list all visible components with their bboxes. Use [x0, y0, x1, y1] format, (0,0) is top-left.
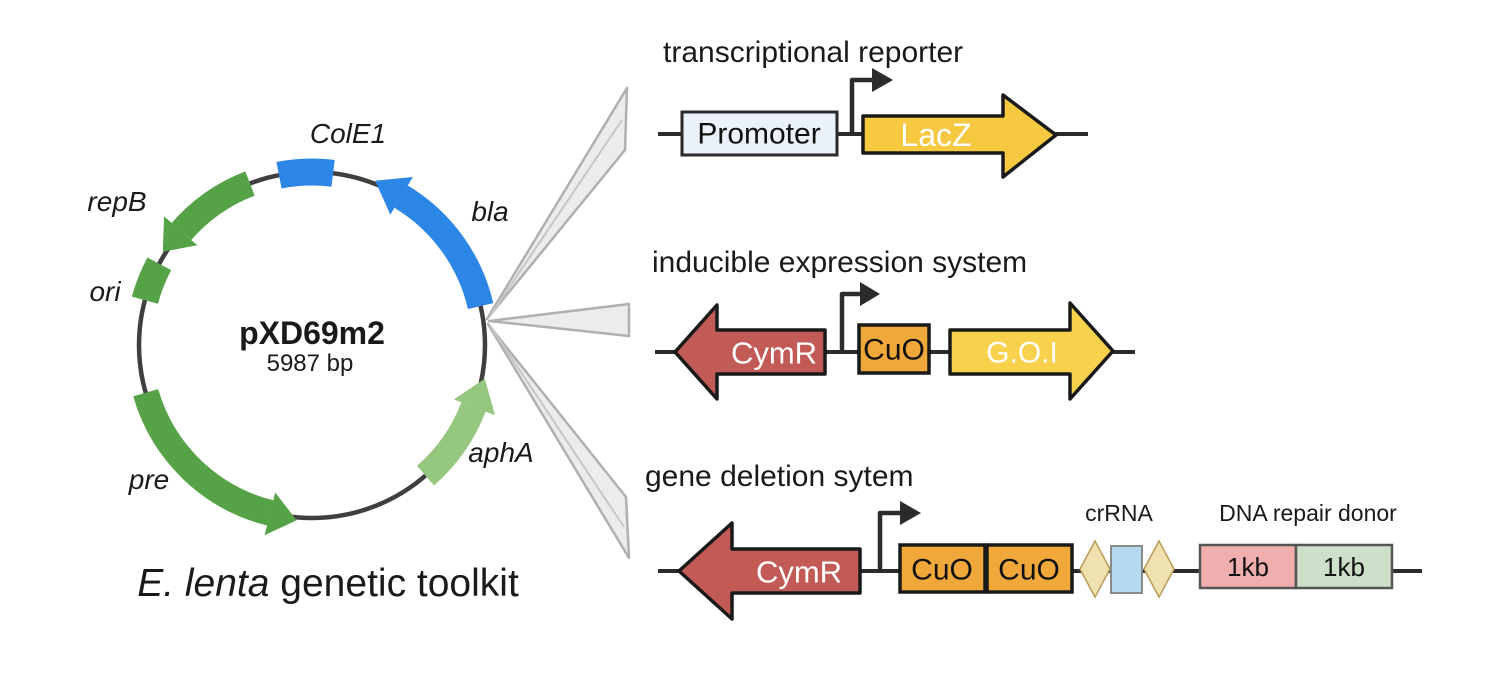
inducible-tss-arrow: [839, 291, 860, 352]
deletion-row: gene deletion sytem CymR CuO CuO crRNA D…: [645, 460, 1422, 621]
feature-pre-arrowhead: [264, 492, 297, 536]
figure-caption: E. lenta genetic toolkit: [137, 562, 519, 605]
deletion-cuo-label-2: CuO: [998, 554, 1060, 587]
label-cole1: ColE1: [310, 118, 386, 149]
inducible-title: inducible expression system: [652, 246, 1027, 279]
inducible-tss-arrowhead: [860, 282, 880, 306]
callout-wedge-bottom: [486, 322, 631, 560]
label-bla: bla: [471, 196, 508, 227]
reporter-lacz-arrow: [861, 93, 1058, 179]
inducible-cuo-label: CuO: [863, 334, 925, 367]
callout-wedge-top-fold: [489, 119, 623, 317]
caption-rest: genetic toolkit: [269, 562, 518, 605]
reporter-title: transcriptional reporter: [663, 36, 963, 69]
donor-box-left: [1198, 543, 1298, 590]
donor-label: DNA repair donor: [1219, 500, 1397, 526]
feature-repb-body: [171, 171, 255, 241]
donor-box-right: [1294, 543, 1394, 590]
inducible-cymr-arrow: [673, 303, 827, 401]
callout-wedge-bottom-fold: [490, 326, 625, 528]
crrna-repeat-diamond-right: [1143, 539, 1175, 599]
crrna-repeat-diamond-left: [1079, 539, 1111, 599]
callout-wedge-top: [485, 86, 629, 321]
inducible-cymr-label: CymR: [731, 336, 817, 371]
feature-ori-block: [131, 257, 172, 305]
deletion-cuo-label-1: CuO: [911, 554, 973, 587]
inducible-cuo-box: [857, 323, 931, 375]
deletion-cuo-box-2: [985, 543, 1074, 594]
label-repb: repB: [87, 186, 146, 217]
feature-apha-arrowhead: [453, 378, 495, 416]
plasmid-name: pXD69m2: [239, 315, 385, 351]
feature-cole1-block: [276, 158, 335, 189]
crrna-spacer-box: [1110, 545, 1143, 594]
deletion-title: gene deletion sytem: [645, 460, 914, 493]
reporter-promoter-label: Promoter: [697, 118, 820, 151]
callout-wedge-middle: [487, 302, 631, 338]
feature-repb-arrowhead: [162, 216, 198, 252]
feature-bla-body: [394, 185, 494, 310]
reporter-tss-arrowhead: [872, 68, 893, 92]
deletion-cuo-box-1: [898, 543, 987, 594]
label-pre: pre: [128, 464, 169, 495]
reporter-tss-arrow: [849, 77, 872, 134]
label-ori: ori: [89, 276, 121, 307]
reporter-row: transcriptional reporter Promoter LacZ: [658, 36, 1088, 179]
label-apha: aphA: [468, 437, 533, 468]
crrna-label: crRNA: [1085, 500, 1153, 526]
donor-left-label: 1kb: [1227, 552, 1269, 582]
donor-right-label: 1kb: [1323, 552, 1365, 582]
inducible-goi-label: G.O.I: [986, 337, 1058, 370]
feature-pre-body: [133, 388, 274, 526]
inducible-goi-arrow: [948, 301, 1115, 401]
deletion-cymr-arrow: [677, 521, 862, 621]
feature-apha-body: [416, 402, 486, 486]
reporter-promoter-box: [680, 110, 839, 157]
inducible-row: inducible expression system CymR CuO G.O…: [652, 246, 1135, 401]
deletion-tss-arrow: [877, 510, 900, 571]
reporter-lacz-label: LacZ: [900, 117, 971, 153]
plasmid-size: 5987 bp: [267, 350, 354, 377]
deletion-tss-arrowhead: [900, 501, 921, 525]
deletion-cymr-label: CymR: [756, 555, 842, 590]
plasmid-map: ColE1 repB ori pre bla aphA pXD69m2 5987…: [87, 118, 533, 605]
caption-species: E. lenta: [137, 562, 269, 605]
callout-wedges: [485, 86, 631, 560]
feature-bla-arrowhead: [375, 177, 413, 215]
